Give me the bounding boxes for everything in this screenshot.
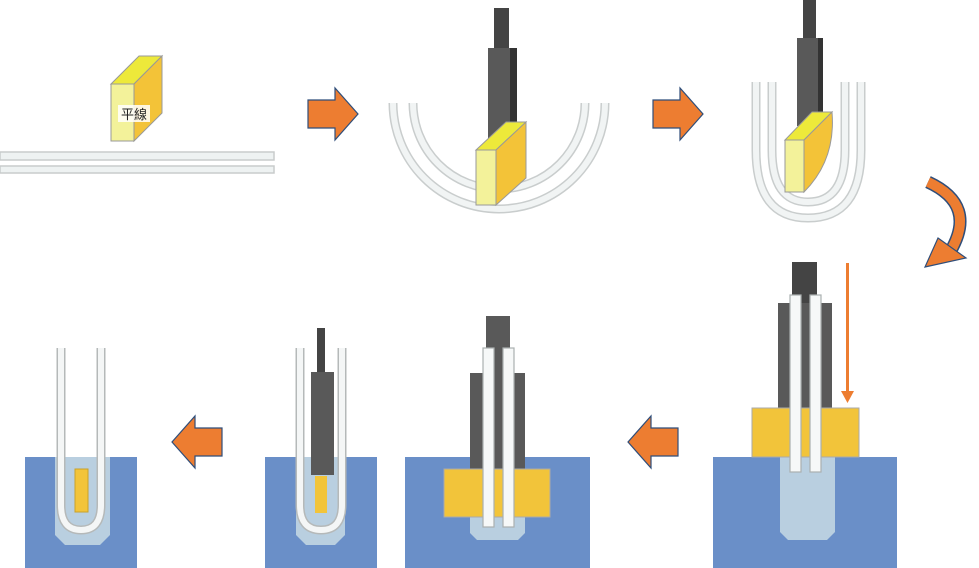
wire-leg (809, 294, 822, 473)
u-wire-fill (58, 348, 104, 534)
label-background (118, 105, 150, 122)
step-4-insertion (713, 262, 897, 568)
wire-leg (789, 294, 802, 473)
tool-rod (317, 328, 325, 372)
arrow-right-icon (652, 86, 704, 142)
wire-leg (482, 347, 495, 528)
tool-rod (803, 0, 816, 40)
arrow-right-icon (307, 86, 359, 142)
bent-wire-outer-fill (390, 102, 608, 212)
hole (470, 517, 525, 540)
wire-leg (502, 347, 515, 528)
tool-body (470, 373, 525, 469)
yellow-insert (315, 476, 327, 513)
step-5-pressed (405, 316, 590, 568)
u-wire-inner-fill (769, 82, 848, 206)
yellow-block (443, 468, 551, 518)
step-2-bending (388, 8, 610, 214)
flat-wire-label: 平線 (121, 107, 147, 123)
u-wire-outer-fill (753, 82, 864, 222)
down-arrow-shaft (846, 263, 849, 393)
block-front-face (475, 149, 497, 206)
down-arrow-icon (841, 391, 854, 403)
arrow-left-icon (627, 414, 679, 470)
tool-body-shade (818, 38, 823, 126)
step-6-formed (265, 328, 377, 568)
yellow-insert (74, 468, 89, 513)
tool-body (311, 372, 334, 475)
curved-arrow-head (923, 237, 968, 268)
u-wire-fill (297, 348, 345, 534)
tool-body (778, 303, 832, 408)
step-3-u-bend (751, 0, 866, 223)
arrow-left-icon (171, 414, 223, 470)
curved-arrow-icon (923, 176, 968, 268)
tool-body-shade (510, 48, 517, 140)
flat-wire-strip-bottom (0, 165, 275, 174)
flat-wire-strip-top (0, 151, 275, 161)
curved-arrow-shaft (925, 177, 965, 255)
yellow-block (751, 407, 860, 458)
block-side-face (803, 110, 833, 194)
step-1-flat-wire: 平線 (0, 54, 275, 174)
step-7-final (25, 348, 137, 568)
tool-rod (494, 8, 509, 48)
hole (780, 457, 835, 540)
block-front-face (784, 139, 805, 193)
